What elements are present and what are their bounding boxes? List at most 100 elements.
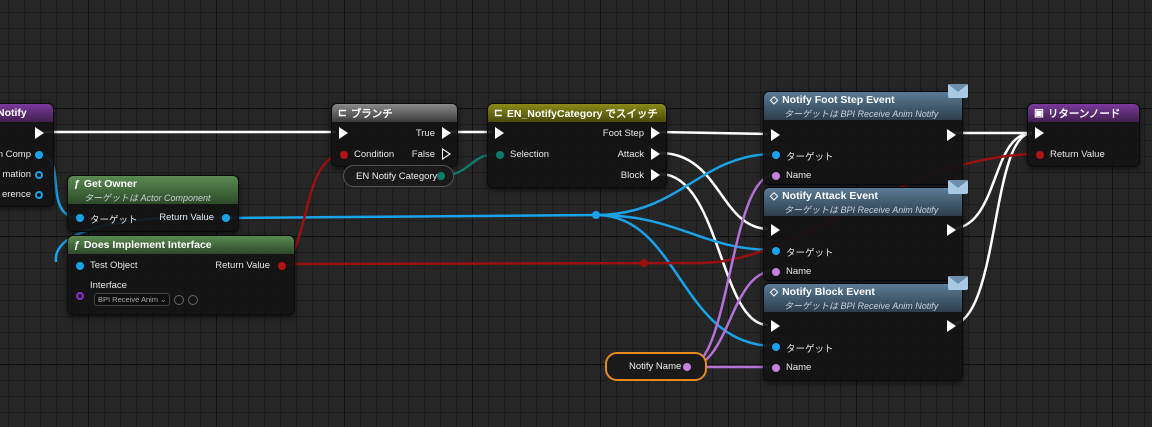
search-icon[interactable] (188, 295, 198, 305)
true-exec-pin[interactable] (442, 127, 451, 139)
foot-step-label: Foot Step (602, 128, 644, 139)
selection-label: Selection (510, 149, 550, 160)
object-pin[interactable] (35, 151, 43, 159)
does-implement-title: Does Implement Interface (83, 239, 212, 251)
return-value-label: Return Value (215, 260, 270, 271)
notify-block-event-node[interactable]: ◇Notify Block Event ターゲットは BPI Receive A… (763, 283, 963, 381)
exec-in-pin[interactable] (495, 127, 504, 139)
return-value-label: Return Value (159, 212, 214, 223)
reroute-dot (640, 259, 648, 267)
target-label: ターゲット (90, 215, 138, 226)
name-pin[interactable] (772, 268, 780, 276)
attack-header[interactable]: ◇Notify Attack Event ターゲットは BPI Receive … (764, 188, 962, 216)
exec-in-pin[interactable] (771, 320, 780, 332)
return-value-pin[interactable] (1036, 151, 1044, 159)
interface-label: Interface (90, 280, 127, 291)
en-notify-category-label: EN Notify Category (356, 170, 438, 182)
notify-name-label: Notify Name (629, 361, 682, 372)
branch-header[interactable]: ⊏ブランチ (332, 104, 457, 122)
message-envelope-icon (948, 276, 968, 290)
browse-icon[interactable] (174, 295, 184, 305)
exec-out-pin[interactable] (947, 129, 956, 141)
notify-event-title: Notify (0, 107, 27, 119)
name-wire (687, 173, 775, 369)
target-pin[interactable] (772, 343, 780, 351)
branch-title: ブランチ (350, 107, 393, 120)
interface-message-icon: ◇ (770, 190, 779, 202)
interface-message-icon: ◇ (770, 94, 779, 106)
object-wire (595, 152, 775, 217)
exec-out-pin[interactable] (947, 224, 956, 236)
block-header[interactable]: ◇Notify Block Event ターゲットは BPI Receive A… (764, 284, 962, 312)
name-pin[interactable] (772, 172, 780, 180)
attack-exec-pin[interactable] (651, 148, 660, 160)
branch-icon: ⊏ (338, 107, 347, 119)
branch-node[interactable]: ⊏ブランチ True Condition False (331, 103, 458, 167)
message-envelope-icon (948, 180, 968, 194)
notify-name-getter[interactable]: Notify Name (605, 352, 707, 381)
interface-dropdown-value: BPI Receive Anim (98, 295, 159, 304)
object-wire (221, 213, 597, 220)
block-label: Block (620, 170, 644, 181)
return-value-label: Return Value (1050, 149, 1105, 160)
target-pin[interactable] (772, 151, 780, 159)
name-pin[interactable] (772, 364, 780, 372)
exec-wire (659, 172, 769, 327)
test-object-pin[interactable] (76, 262, 84, 270)
exec-out-pin[interactable] (947, 320, 956, 332)
object-pin[interactable] (35, 171, 43, 179)
get-owner-subtitle: ターゲットは Actor Component (84, 193, 211, 203)
return-node[interactable]: ▣リターンノード Return Value (1027, 103, 1140, 167)
target-pin[interactable] (76, 214, 84, 222)
switch-header[interactable]: ⊏EN_NotifyCategory でスイッチ (488, 104, 666, 122)
switch-node[interactable]: ⊏EN_NotifyCategory でスイッチ Foot Step Selec… (487, 103, 667, 188)
true-label: True (415, 128, 435, 139)
foot-step-title: Notify Foot Step Event (782, 94, 895, 106)
pin-label: n Comp (0, 149, 31, 160)
name-label: Name (786, 266, 812, 277)
exec-wire (659, 130, 769, 136)
selection-pin[interactable] (496, 151, 504, 159)
false-label: False (411, 149, 435, 160)
exec-out-pin[interactable] (35, 127, 44, 139)
name-label: Name (786, 362, 812, 373)
target-label: ターゲット (786, 248, 834, 259)
block-title: Notify Block Event (782, 286, 875, 298)
block-subtitle: ターゲットは BPI Receive Anim Notify (784, 301, 939, 311)
foot-step-exec-pin[interactable] (651, 127, 660, 139)
target-pin[interactable] (772, 247, 780, 255)
return-value-pin[interactable] (222, 214, 230, 222)
return-icon: ▣ (1034, 107, 1044, 119)
condition-pin[interactable] (340, 151, 348, 159)
exec-in-pin[interactable] (771, 224, 780, 236)
target-label: ターゲット (786, 344, 834, 355)
en-notify-category-getter[interactable]: EN Notify Category (343, 165, 454, 187)
foot-step-subtitle: ターゲットは BPI Receive Anim Notify (784, 109, 939, 119)
interface-pin[interactable] (76, 292, 84, 300)
function-icon: ƒ (74, 239, 80, 251)
return-value-pin[interactable] (278, 262, 286, 270)
foot-step-header[interactable]: ◇Notify Foot Step Event ターゲットは BPI Recei… (764, 92, 962, 120)
switch-icon: ⊏ (494, 107, 503, 119)
false-exec-pin[interactable] (442, 148, 451, 160)
exec-in-pin[interactable] (339, 127, 348, 139)
interface-dropdown[interactable]: BPI Receive Anim ⌄ (94, 293, 171, 306)
notify-foot-step-event-node[interactable]: ◇Notify Foot Step Event ターゲットは BPI Recei… (763, 91, 963, 185)
object-pin[interactable] (35, 191, 43, 199)
attack-subtitle: ターゲットは BPI Receive Anim Notify (784, 205, 939, 215)
enum-out-pin[interactable] (437, 172, 445, 180)
chevron-down-icon: ⌄ (160, 295, 167, 304)
block-exec-pin[interactable] (651, 169, 660, 181)
return-node-header[interactable]: ▣リターンノード (1028, 104, 1139, 122)
notify-event-header[interactable]: Notify (0, 104, 53, 122)
notify-attack-event-node[interactable]: ◇Notify Attack Event ターゲットは BPI Receive … (763, 187, 963, 281)
notify-event-node[interactable]: Notify n Comp mation erence (0, 103, 54, 207)
switch-title: EN_NotifyCategory でスイッチ (506, 107, 658, 120)
exec-in-pin[interactable] (1035, 127, 1044, 139)
exec-in-pin[interactable] (771, 129, 780, 141)
name-out-pin[interactable] (683, 363, 691, 371)
